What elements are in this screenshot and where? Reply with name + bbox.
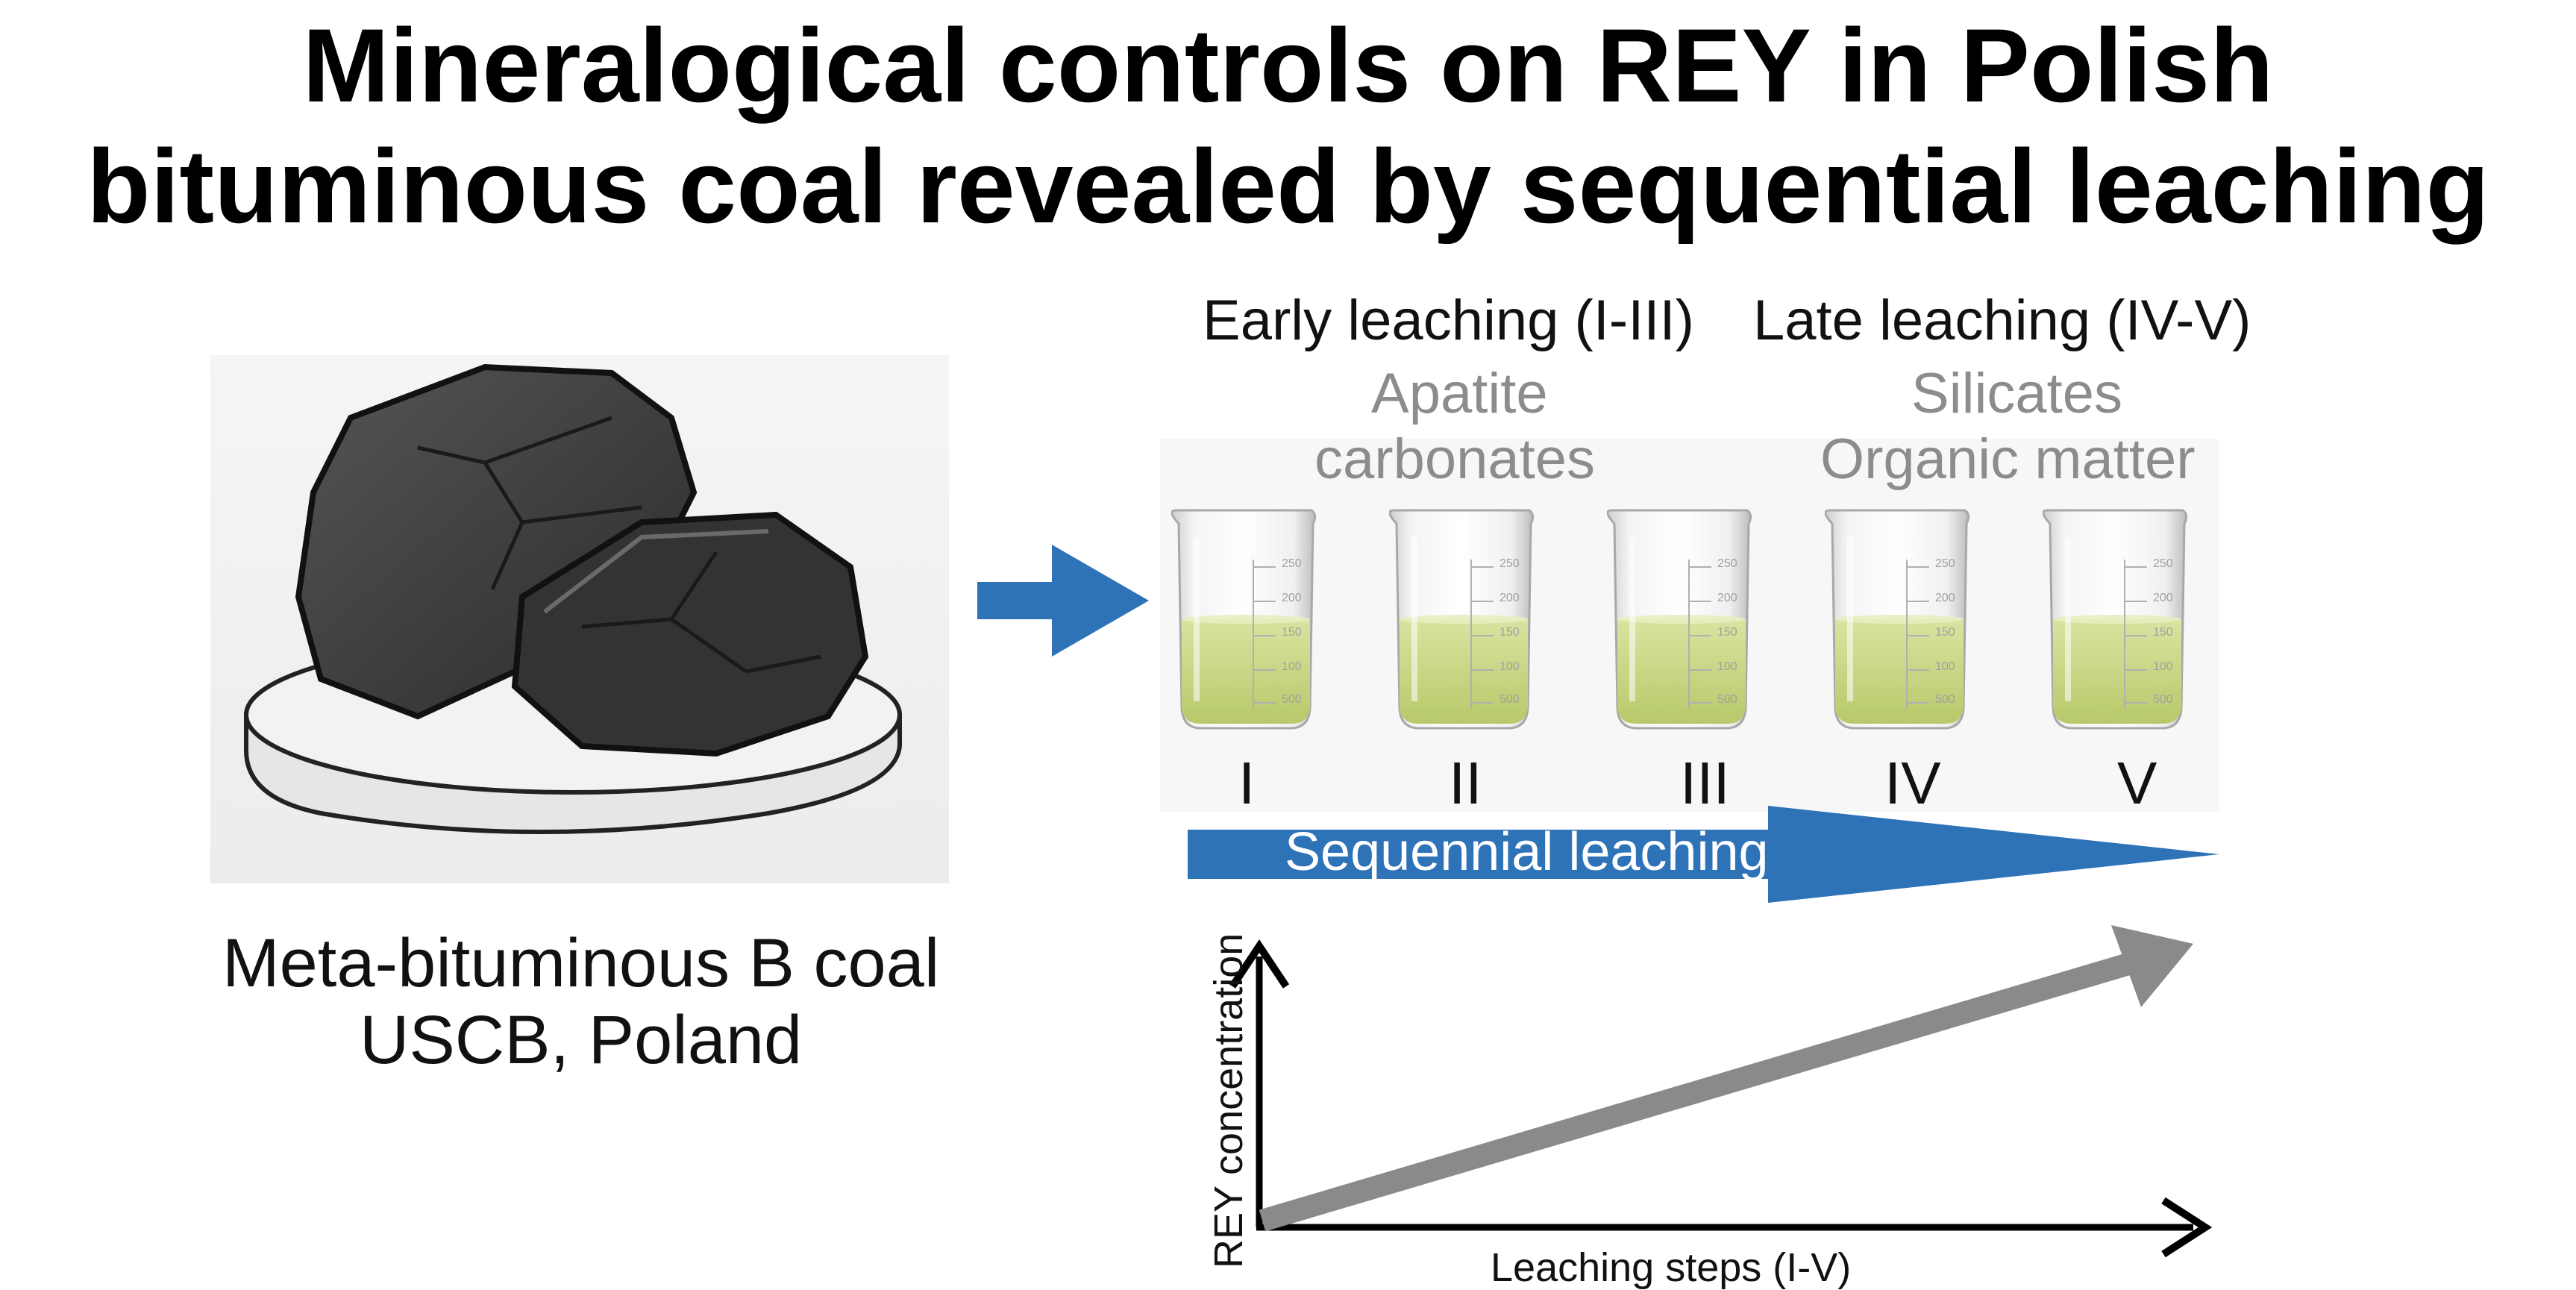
step-label-2: II	[1449, 750, 1482, 816]
early-leaching-label: Early leaching (I-III)	[1203, 289, 1694, 352]
step-label-4: IV	[1884, 750, 1941, 816]
x-axis-label: Leaching steps (I-V)	[1491, 1245, 1852, 1290]
beaker-4-scale-mark: 250	[1935, 557, 1955, 570]
sequential-leaching-arrow	[1188, 806, 2219, 903]
early-mineral-apatite: Apatite	[1371, 362, 1548, 425]
step-label-1: I	[1238, 750, 1256, 816]
rey-trend-line	[1259, 951, 2137, 1232]
beaker-3-scale-mark: 150	[1717, 626, 1737, 639]
beaker-4-scale-mark: 100	[1935, 660, 1955, 673]
late-leaching-label: Late leaching (IV-V)	[1753, 289, 2251, 352]
coal-sample-illustration	[244, 363, 902, 834]
beaker-1-scale-mark: 150	[1282, 626, 1302, 639]
step-label-3: III	[1680, 750, 1730, 816]
beaker-5-scale-mark: 150	[2153, 626, 2173, 639]
x-axis-arrowhead	[2161, 1197, 2213, 1258]
rey-trend-arrowhead	[2111, 925, 2193, 1007]
y-axis-label: REY concentration	[1206, 933, 1251, 1268]
beaker-1-scale-mark: 200	[1282, 592, 1302, 604]
late-mineral-silicates: Silicates	[1911, 362, 2122, 425]
beaker-5-scale-mark: 250	[2153, 557, 2173, 570]
beaker-5-scale-mark: 500	[2153, 693, 2173, 706]
process-arrow	[977, 545, 1149, 657]
beaker-2-scale-mark: 100	[1499, 660, 1520, 673]
beaker-5-scale-mark: 100	[2153, 660, 2173, 673]
beaker-3-scale-mark: 200	[1717, 592, 1737, 604]
beaker-2-scale-mark: 250	[1499, 557, 1520, 570]
beaker-3-scale-mark: 100	[1717, 660, 1737, 673]
beaker-2-scale-mark: 500	[1499, 693, 1520, 706]
beaker-4-scale-mark: 500	[1935, 693, 1955, 706]
sample-label-line-1: Meta-bituminous B coal	[222, 925, 940, 1001]
sample-label-line-2: USCB, Poland	[360, 1002, 803, 1078]
beaker-5-scale-mark: 200	[2153, 592, 2173, 604]
beaker-4-scale-mark: 200	[1935, 592, 1955, 604]
sequential-leaching-label: Sequennial leaching	[1285, 822, 1769, 882]
beaker-3-scale-mark: 250	[1717, 557, 1737, 570]
early-mineral-carbonates: carbonates	[1314, 428, 1596, 491]
late-mineral-organic-matter: Organic matter	[1820, 428, 2196, 491]
concentration-graph	[1229, 925, 2213, 1258]
beaker-1-scale-mark: 100	[1282, 660, 1302, 673]
beaker-1-scale-mark: 500	[1282, 693, 1302, 706]
title-line-2: bituminous coal revealed by sequential l…	[87, 128, 2489, 245]
beaker-2-scale-mark: 150	[1499, 626, 1520, 639]
beaker-2-scale-mark: 200	[1499, 592, 1520, 604]
y-axis-arrowhead	[1229, 939, 1290, 989]
beaker-1-scale-mark: 250	[1282, 557, 1302, 570]
beaker-3-scale-mark: 500	[1717, 693, 1737, 706]
step-label-5: V	[2117, 750, 2157, 816]
beaker-4-scale-mark: 150	[1935, 626, 1955, 639]
title-line-1: Mineralogical controls on REY in Polish	[302, 7, 2274, 124]
